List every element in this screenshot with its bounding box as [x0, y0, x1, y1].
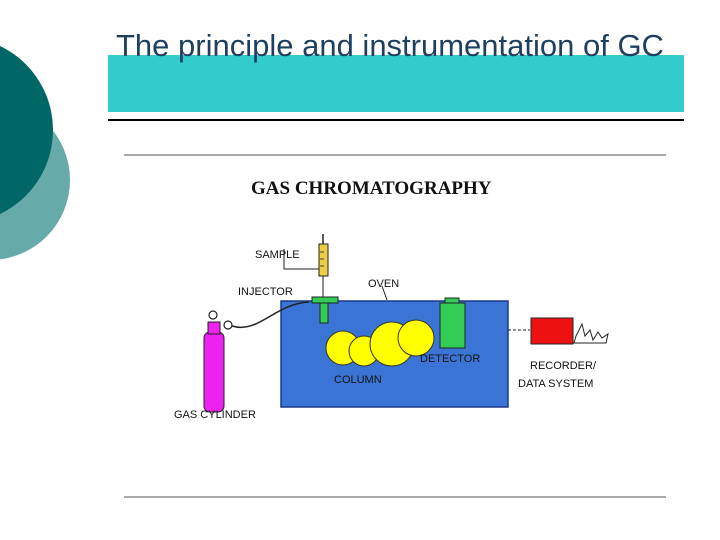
detector-cap — [444, 297, 460, 304]
regulator-gauge-icon — [223, 320, 233, 330]
title-band — [108, 55, 684, 112]
detector-body — [439, 302, 466, 349]
regulator-knob-icon — [208, 310, 218, 320]
diagram-heading: GAS CHROMATOGRAPHY — [251, 178, 492, 199]
injector-body — [319, 302, 329, 324]
label-sample: SAMPLE — [255, 249, 300, 261]
injector-port — [311, 296, 339, 304]
label-gas-cylinder: GAS CYLINDER — [174, 409, 256, 421]
recorder-box — [530, 317, 574, 345]
chromatogram-icon — [573, 322, 609, 344]
label-column: COLUMN — [334, 374, 382, 386]
label-oven: OVEN — [368, 278, 399, 290]
sample-leader — [283, 249, 319, 270]
oven-leader — [381, 285, 388, 301]
gas-cylinder — [203, 331, 225, 413]
label-injector: INJECTOR — [238, 286, 293, 298]
label-recorder-line1: RECORDER/ — [530, 360, 597, 372]
slide-title: The principle and instrumentation of GC — [116, 28, 664, 63]
syringe-icon — [318, 234, 329, 297]
carrier-gas-tube — [231, 301, 310, 329]
column-coils — [325, 319, 435, 367]
cylinder-valve — [207, 321, 221, 335]
theme-circle-dark — [0, 46, 53, 214]
label-detector: DETECTOR — [420, 353, 480, 365]
label-recorder-line2: DATA SYSTEM — [518, 378, 593, 390]
title-underline — [108, 119, 684, 121]
gc-diagram: GAS CHROMATOGRAPHY SAMPLE INJECTOR — [124, 154, 666, 498]
